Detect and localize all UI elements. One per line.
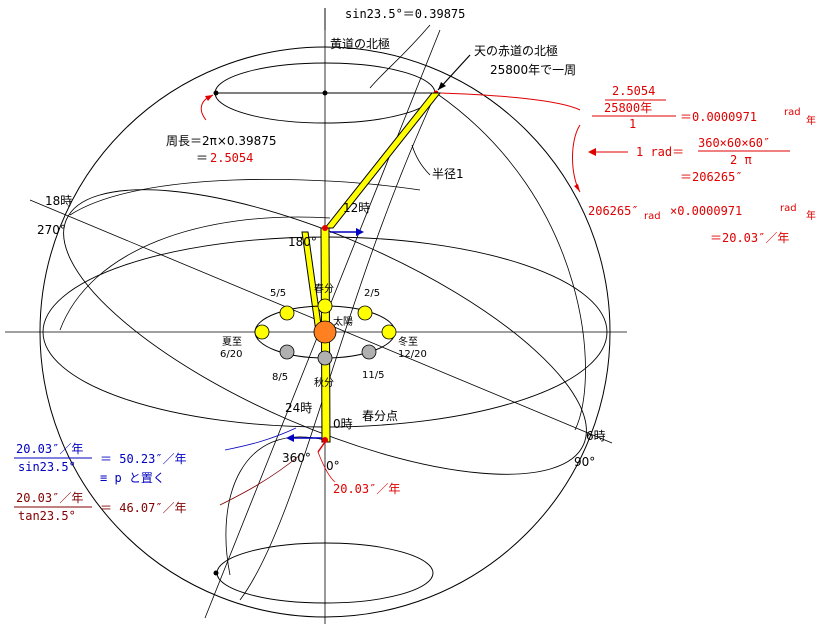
svg-text:＝206265″: ＝206265″ xyxy=(680,170,743,184)
hour-6-label: 6時 xyxy=(586,429,606,443)
spring-equinox-label: 春分 xyxy=(314,283,334,295)
hour-0-label: 0時 xyxy=(333,417,353,431)
formula-radian: 1 rad＝ 360×60×60″ 2 π ＝206265″ xyxy=(636,136,790,184)
svg-text:206265″: 206265″ xyxy=(588,204,639,218)
svg-text:rad: rad xyxy=(780,203,797,214)
svg-text:年: 年 xyxy=(806,114,816,127)
radius-leader xyxy=(411,144,431,176)
formula-tan-precession: 20.03″／年 tan23.5° ＝ 46.07″／年 xyxy=(14,491,187,523)
rate-leader-blue xyxy=(224,427,297,451)
feb-label: 2/5 xyxy=(364,288,380,299)
precession-point-bottom xyxy=(213,570,219,576)
formula-general-precession: 20.03″／年 sin23.5° ＝ 50.23″／年 ≡ p と置く xyxy=(14,442,187,485)
degree-90-label: 90° xyxy=(574,455,595,469)
radius-label: 半径1 xyxy=(432,167,464,181)
svg-text:＝20.03″／年: ＝20.03″／年 xyxy=(710,231,789,245)
earth-autumn xyxy=(317,350,333,366)
hour-12-label: 12時 xyxy=(343,201,370,215)
svg-text:2 π: 2 π xyxy=(730,153,752,167)
svg-text:年: 年 xyxy=(806,209,816,222)
meridian-curve-left xyxy=(59,216,331,331)
may-label: 5/5 xyxy=(270,288,286,299)
rate-leader-dark xyxy=(219,454,301,506)
degree-270-label: 270° xyxy=(37,223,66,237)
svg-text:2.5054: 2.5054 xyxy=(612,84,655,98)
point-12h xyxy=(322,225,328,231)
vernal-point-label: 春分点 xyxy=(362,409,398,423)
meridian-curve-right xyxy=(435,92,586,431)
period-label: 25800年で一周 xyxy=(490,63,576,77)
summer-solstice-label: 夏至 xyxy=(222,336,242,348)
svg-text:25800年: 25800年 xyxy=(604,101,652,115)
svg-text:×0.0000971: ×0.0000971 xyxy=(670,204,742,218)
aug-label: 8/5 xyxy=(272,372,288,383)
sin-label: sin23.5°＝0.39875 xyxy=(345,7,465,21)
svg-text:＝: ＝ xyxy=(196,151,208,165)
celestial-equator-ellipse xyxy=(63,189,587,475)
svg-text:tan23.5°: tan23.5° xyxy=(18,509,76,523)
winter-date-label: 12/20 xyxy=(398,349,427,360)
ecliptic-pole-point xyxy=(322,90,328,96)
radius-bar-tilted xyxy=(323,92,442,229)
meridian-curve-upper xyxy=(69,178,421,216)
summer-date-label: 6/20 xyxy=(220,349,242,360)
degree-0-label: 0° xyxy=(326,459,340,473)
hour-18-label: 18時 xyxy=(45,194,72,208)
earth-may xyxy=(279,305,295,321)
svg-text:20.03″／年: 20.03″／年 xyxy=(16,442,83,456)
svg-text:＝ 50.23″／年: ＝ 50.23″／年 xyxy=(100,452,187,466)
meridian-curve-lower xyxy=(225,436,326,576)
earth-winter xyxy=(381,324,397,340)
earth-spring xyxy=(317,298,333,314)
hour-24-label: 24時 xyxy=(285,401,312,415)
svg-text:1 rad＝: 1 rad＝ xyxy=(636,145,684,159)
bracket-arrow xyxy=(572,124,581,193)
nov-label: 11/5 xyxy=(362,370,384,381)
svg-text:rad: rad xyxy=(784,107,801,118)
earth-summer xyxy=(254,324,270,340)
formula-precession-rate: 2.5054 25800年 1 ＝0.0000971 rad 年 xyxy=(592,84,816,131)
svg-text:360×60×60″: 360×60×60″ xyxy=(698,136,770,150)
svg-text:≡ p と置く: ≡ p と置く xyxy=(100,471,165,485)
precession-point-left xyxy=(213,90,219,96)
rate-red-label: 20.03″／年 xyxy=(333,482,400,496)
svg-text:＝0.0000971: ＝0.0000971 xyxy=(680,110,757,124)
celestial-pole-label: 天の赤道の北極 xyxy=(474,43,558,58)
autumn-equinox-label: 秋分 xyxy=(314,376,334,389)
svg-text:1: 1 xyxy=(629,117,636,131)
svg-text:rad: rad xyxy=(644,211,661,222)
svg-text:＝ 46.07″／年: ＝ 46.07″／年 xyxy=(100,501,187,515)
formula-arcsec: 206265″ rad ×0.0000971 rad 年 ＝20.03″／年 xyxy=(588,203,816,245)
sin-leader xyxy=(369,24,431,89)
circumference-label: 周長＝2π×0.39875 xyxy=(166,134,277,148)
winter-solstice-label: 冬至 xyxy=(398,335,418,348)
ecliptic-pole-label: 黄道の北極 xyxy=(330,36,390,51)
circumference-value: 2.5054 xyxy=(210,151,253,165)
earth-aug xyxy=(279,344,295,360)
svg-text:20.03″／年: 20.03″／年 xyxy=(16,491,83,505)
sun-label: 太陽 xyxy=(333,315,353,328)
sun xyxy=(313,320,337,344)
vernal-point xyxy=(322,437,328,443)
earth-nov xyxy=(361,344,377,360)
degree-360-label: 360° xyxy=(282,451,311,465)
svg-text:sin23.5°: sin23.5° xyxy=(18,460,76,474)
degree-180-label: 180° xyxy=(288,235,317,249)
formula-leader xyxy=(439,92,581,111)
earth-feb xyxy=(357,305,373,321)
